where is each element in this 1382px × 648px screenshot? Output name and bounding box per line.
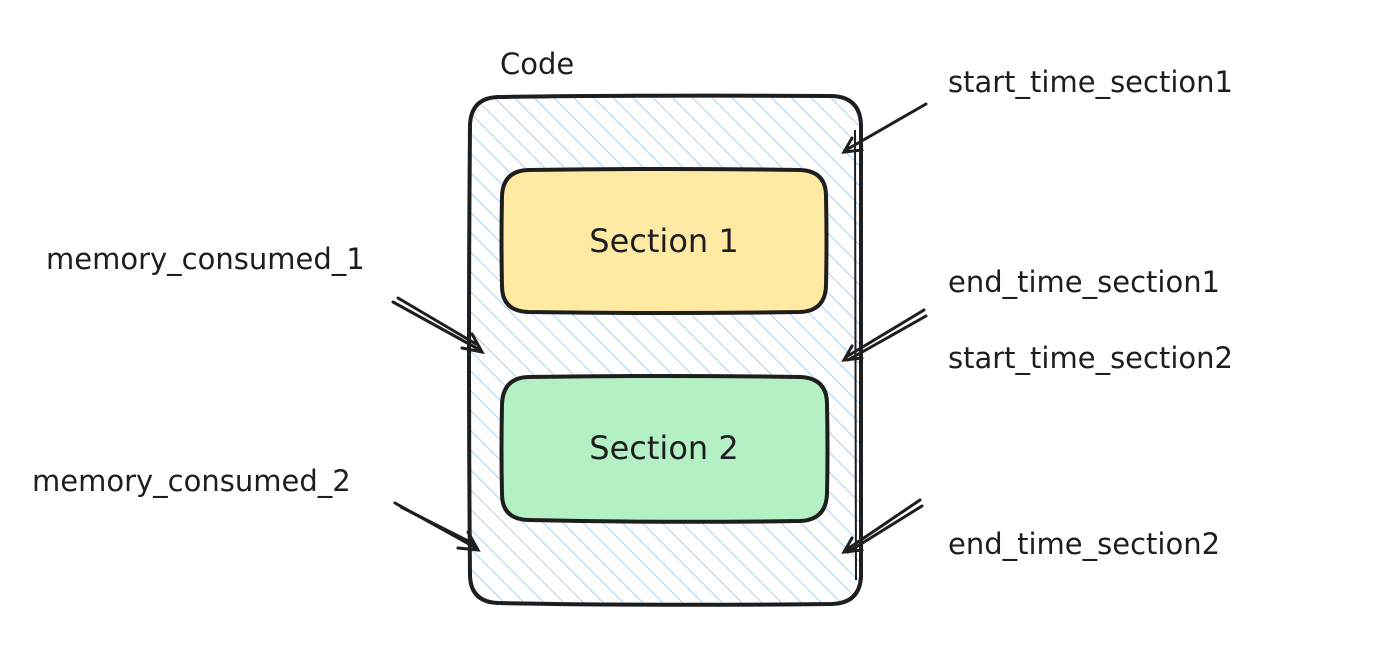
start-time-section2-label: start_time_section2 bbox=[948, 341, 1233, 375]
start-time-section1-arrow bbox=[841, 102, 928, 154]
diagram-title: Code bbox=[500, 47, 574, 81]
end-time-section2-arrow bbox=[841, 498, 924, 554]
section-2-label: Section 2 bbox=[589, 429, 738, 467]
end-time-section1-arrow bbox=[841, 308, 928, 362]
section-1-label: Section 1 bbox=[589, 222, 738, 260]
section-2-box: Section 2 bbox=[499, 374, 830, 524]
section-1-box: Section 1 bbox=[499, 167, 829, 315]
end-time-section1-label: end_time_section1 bbox=[948, 265, 1220, 299]
memory-consumed-1-label: memory_consumed_1 bbox=[46, 242, 365, 276]
memory-consumed-2-arrow bbox=[393, 501, 481, 552]
memory-consumed-2-label: memory_consumed_2 bbox=[32, 464, 351, 498]
memory-consumed-1-arrow bbox=[391, 296, 485, 355]
end-time-section2-label: end_time_section2 bbox=[948, 527, 1220, 561]
start-time-section1-label: start_time_section1 bbox=[948, 65, 1233, 99]
